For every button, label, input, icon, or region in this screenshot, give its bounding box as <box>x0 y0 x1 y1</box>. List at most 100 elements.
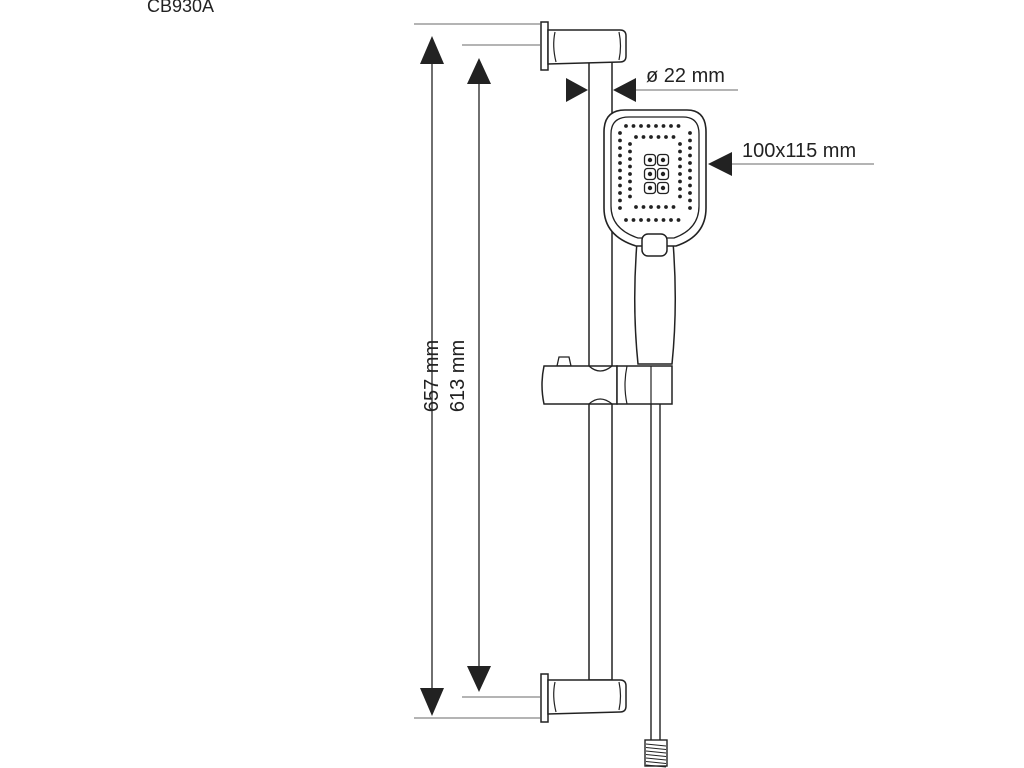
nozzle-dot <box>688 138 692 143</box>
nozzle-dot <box>618 191 622 195</box>
nozzle-dot <box>660 157 666 163</box>
center-distance-dimension: 613 mm <box>447 44 540 698</box>
slider-body <box>541 365 618 405</box>
nozzle-dot <box>647 157 653 163</box>
nozzle-dot <box>618 198 622 203</box>
nozzle-dot <box>656 135 661 139</box>
slider-holder <box>541 356 673 405</box>
nozzle-dot <box>688 153 692 158</box>
nozzle-dot <box>628 194 632 199</box>
arrowhead-right-icon <box>566 78 588 102</box>
nozzle-dot <box>639 218 643 222</box>
nozzle-dot <box>634 135 638 139</box>
nozzle-dot <box>664 135 668 139</box>
nozzle-dot <box>618 138 622 143</box>
nozzle-dot <box>628 149 632 154</box>
nozzle-dot <box>618 146 622 150</box>
rail-diameter-label: ø 22 mm <box>646 65 725 87</box>
nozzle-dot <box>688 131 692 135</box>
nozzle-dot <box>671 135 676 139</box>
head-size-dimension: 100x115 mm <box>708 140 874 176</box>
hose-connector-thread <box>645 743 667 768</box>
nozzle-dot <box>646 218 651 222</box>
nozzle-dot <box>688 183 692 188</box>
shower-handle <box>633 241 677 365</box>
arrowhead-left-icon <box>708 152 732 176</box>
nozzle-dot <box>634 205 638 209</box>
nozzle-dot <box>624 218 628 222</box>
nozzle-dot <box>628 179 632 184</box>
nozzle-dot <box>678 172 682 176</box>
nozzle-dot <box>688 168 692 173</box>
bottom-wall-bracket <box>540 673 627 723</box>
thread-line <box>645 747 667 750</box>
spray-nozzles <box>618 124 692 222</box>
thread-line <box>645 764 667 768</box>
thread-line <box>645 757 667 761</box>
nozzle-dot <box>688 146 692 150</box>
arrowhead-left-icon <box>613 78 636 102</box>
nozzle-dot <box>661 218 666 222</box>
nozzle-dot <box>641 205 646 209</box>
nozzle-dot <box>641 135 646 139</box>
center-distance-label: 613 mm <box>447 340 469 412</box>
nozzle-dot <box>649 205 653 209</box>
arrowhead-down-icon <box>467 666 491 692</box>
total-height-dimension: 657 mm <box>414 23 540 719</box>
nozzle-dot <box>688 191 692 195</box>
total-height-label: 657 mm <box>421 340 443 412</box>
arrowhead-up-icon <box>420 36 444 64</box>
nozzle-dot <box>678 194 682 199</box>
nozzle-dot <box>656 205 661 209</box>
nozzle-dot <box>618 206 622 210</box>
head-size-label: 100x115 mm <box>742 140 856 162</box>
nozzle-dot <box>664 205 668 209</box>
slider-cradle <box>616 365 673 405</box>
shower-head-face <box>610 116 700 239</box>
arrowhead-down-icon <box>420 688 444 716</box>
nozzle-dot <box>624 124 628 128</box>
nozzle-dot <box>618 183 622 188</box>
nozzle-dot <box>654 124 658 128</box>
spray-mode-button <box>641 233 668 257</box>
nozzle-dot <box>688 206 692 210</box>
nozzle-dot <box>661 124 666 128</box>
slider-lock-knob <box>556 356 572 367</box>
nozzle-dot <box>618 161 622 165</box>
nozzle-dot <box>678 164 682 169</box>
nozzle-dot <box>688 198 692 203</box>
nozzle-dot <box>671 205 676 209</box>
nozzle-dot <box>628 142 632 146</box>
nozzle-dot <box>678 187 682 191</box>
nozzle-dot <box>678 142 682 146</box>
nozzle-dot <box>647 171 653 177</box>
thread-line <box>645 754 667 757</box>
nozzle-dot <box>628 187 632 191</box>
nozzle-dot <box>647 185 653 191</box>
nozzle-dot <box>676 218 681 222</box>
nozzle-dot <box>628 164 632 169</box>
nozzle-dot <box>631 124 636 128</box>
nozzle-dot <box>660 171 666 177</box>
nozzle-dot <box>688 176 692 180</box>
nozzle-dot <box>618 176 622 180</box>
arrowhead-up-icon <box>467 58 491 84</box>
nozzle-dot <box>628 172 632 176</box>
thread-line <box>645 761 667 764</box>
nozzle-dot <box>628 157 632 161</box>
nozzle-dot <box>688 161 692 165</box>
nozzle-dot <box>669 124 673 128</box>
nozzle-dot <box>676 124 681 128</box>
model-code: CB930A <box>147 0 215 16</box>
nozzle-dot <box>654 218 658 222</box>
nozzle-dot <box>618 153 622 158</box>
nozzle-dot <box>678 179 682 184</box>
nozzle-dot <box>649 135 653 139</box>
thread-line <box>645 750 667 754</box>
rail-diameter-dimension: ø 22 mm <box>566 65 738 102</box>
nozzle-dot <box>678 149 682 154</box>
nozzle-dot <box>669 218 673 222</box>
top-wall-bracket <box>540 21 627 71</box>
nozzle-dot <box>618 168 622 173</box>
